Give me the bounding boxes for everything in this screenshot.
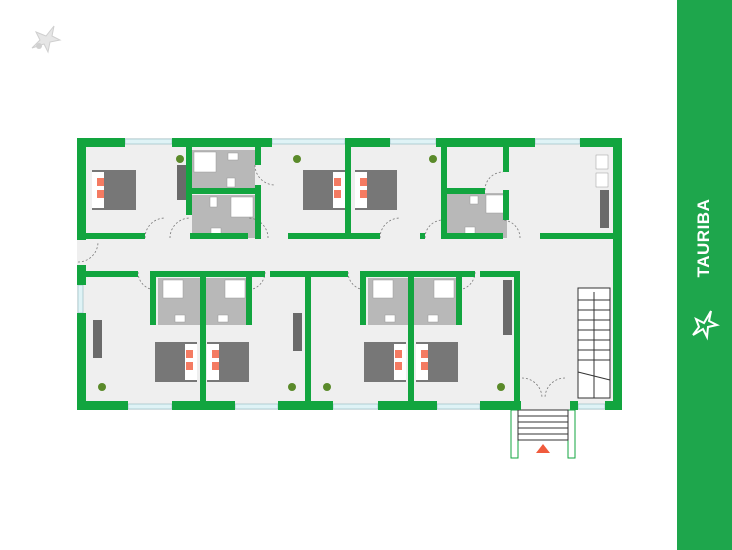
wardrobes <box>93 165 609 358</box>
tauriba-logo-icon <box>31 25 62 54</box>
entrance-arrow-icon <box>536 444 550 453</box>
sanitary-fixtures <box>162 151 609 323</box>
walls <box>77 138 622 410</box>
beds <box>92 170 458 382</box>
tauriba-logo-icon <box>692 310 720 341</box>
staircase <box>577 287 611 399</box>
brand-sidebar: TAURIBA <box>677 0 732 550</box>
entrance-steps <box>510 409 576 459</box>
plants <box>98 155 505 391</box>
brand-name: TAURIBA <box>694 198 713 278</box>
floor-plan <box>77 138 622 459</box>
windows <box>77 138 606 410</box>
